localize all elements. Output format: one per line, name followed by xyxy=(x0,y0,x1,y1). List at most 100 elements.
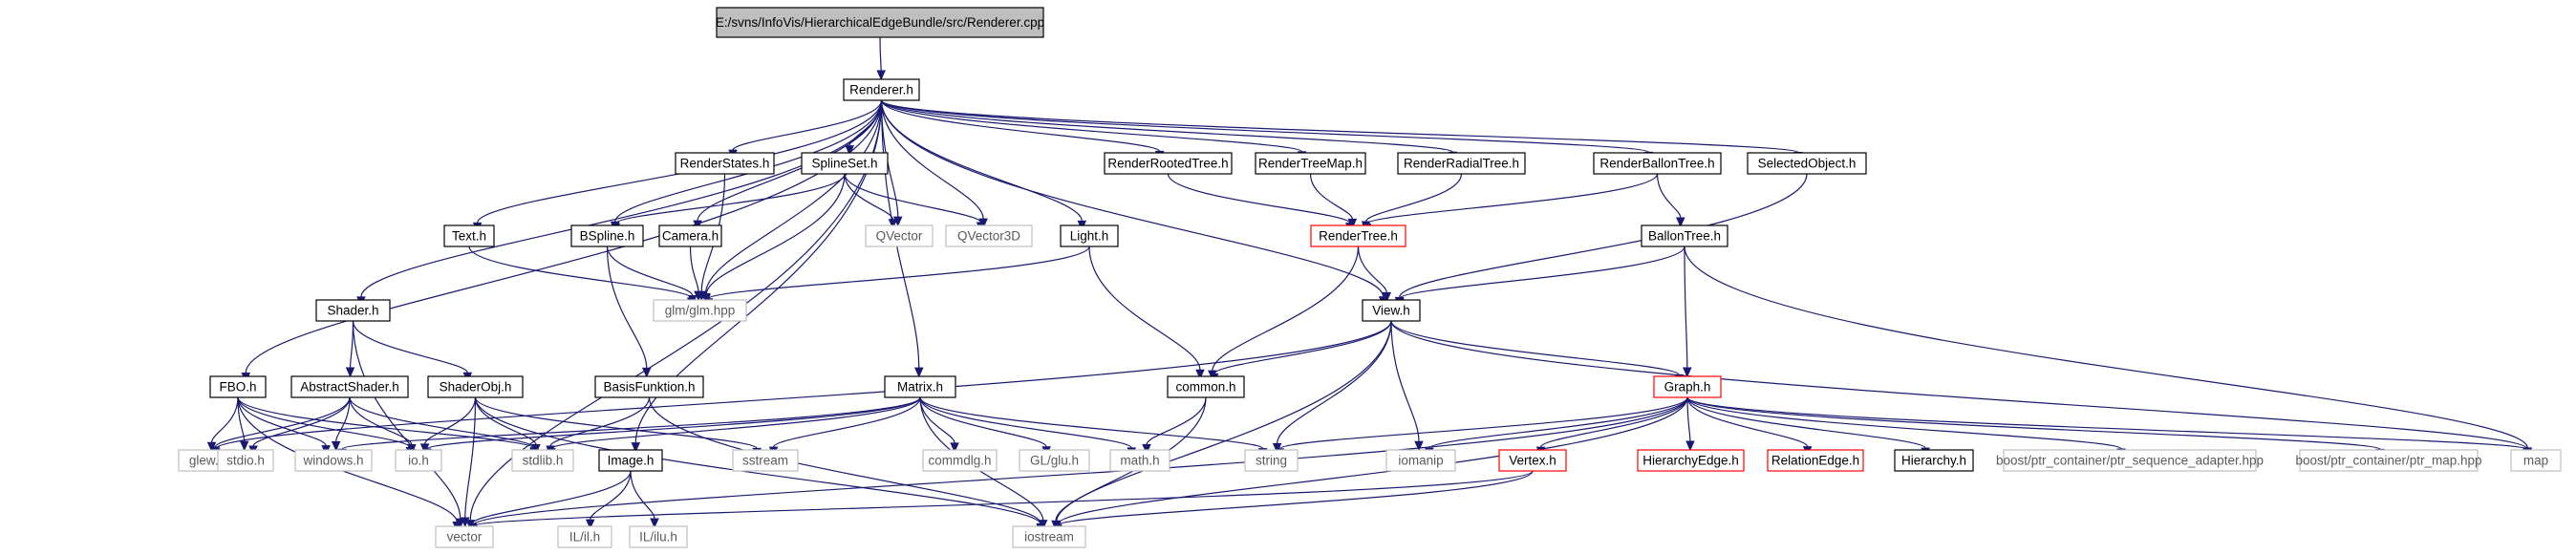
node-label: BSpline.h xyxy=(580,229,635,244)
node-box xyxy=(1641,224,1728,247)
node-commdlg_h: commdlg.h xyxy=(922,449,998,472)
node-box xyxy=(658,224,722,247)
node-text_h[interactable]: Text.h xyxy=(443,224,495,247)
edge-graph_h-to-ptr_map xyxy=(1686,396,2385,459)
edge-ballontree_h-to-view_h xyxy=(1395,245,1685,309)
node-box xyxy=(209,375,267,398)
node-box xyxy=(557,525,612,548)
node-ptr_seq: boost/ptr_container/ptr_sequence_adapter… xyxy=(1996,449,2264,472)
node-label: glew.h xyxy=(189,454,225,468)
node-label: RenderBallonTree.h xyxy=(1599,157,1714,171)
node-label: Graph.h xyxy=(1664,380,1711,395)
node-rendertreemap_h[interactable]: RenderTreeMap.h xyxy=(1255,152,1366,175)
edge-renderer_h-to-renderstates_h xyxy=(728,99,883,160)
node-box xyxy=(1167,375,1245,398)
node-label: Hierarchy.h xyxy=(1901,454,1966,468)
node-label: glm/glm.hpp xyxy=(665,304,736,318)
node-label: Shader.h xyxy=(327,304,378,318)
node-relationedge_h[interactable]: RelationEdge.h xyxy=(1767,449,1864,472)
node-hierarchy_h[interactable]: Hierarchy.h xyxy=(1894,449,1974,472)
node-label: AbstractShader.h xyxy=(300,380,399,395)
node-rendertree_h[interactable]: RenderTree.h xyxy=(1310,224,1406,247)
node-label: GL/glu.h xyxy=(1030,454,1079,468)
node-box xyxy=(294,449,373,472)
node-splineset_h[interactable]: SplineSet.h xyxy=(801,152,889,175)
edge-view_h-to-map xyxy=(1390,320,2532,459)
node-box xyxy=(1255,152,1366,175)
node-renderradialtree_h[interactable]: RenderRadialTree.h xyxy=(1397,152,1526,175)
node-box xyxy=(1637,449,1745,472)
node-label: windows.h xyxy=(302,454,363,468)
node-graph_h[interactable]: Graph.h xyxy=(1653,375,1722,398)
node-label: io.h xyxy=(408,454,429,468)
node-box xyxy=(629,525,688,548)
node-view_h[interactable]: View.h xyxy=(1362,299,1421,322)
node-renderstates_h[interactable]: RenderStates.h xyxy=(675,152,775,175)
node-label: stdlib.h xyxy=(523,454,564,468)
node-box xyxy=(1104,152,1233,175)
edge-selectedobject_h-to-view_h xyxy=(1394,173,1808,308)
node-common_h[interactable]: common.h xyxy=(1167,375,1245,398)
edge-view_h-to-iostream xyxy=(1051,320,1392,532)
edge-graph_h-to-hierarchyedge_h xyxy=(1685,396,1695,452)
node-vector: vector xyxy=(435,525,494,548)
node-string: string xyxy=(1244,449,1299,472)
edge-graph_h-to-map xyxy=(1686,396,2532,459)
node-selectedobject_h[interactable]: SelectedObject.h xyxy=(1747,152,1867,175)
node-camera_h[interactable]: Camera.h xyxy=(658,224,722,247)
edge-common_h-to-math_h xyxy=(1142,396,1207,455)
node-box xyxy=(511,449,574,472)
edge-shaderobj_h-to-vector xyxy=(460,396,477,528)
node-label: Text.h xyxy=(452,229,486,244)
node-box xyxy=(217,449,274,472)
node-box xyxy=(732,449,799,472)
node-vertex_h[interactable]: Vertex.h xyxy=(1498,449,1567,472)
node-shader_h[interactable]: Shader.h xyxy=(315,299,391,322)
edge-renderer_h-to-renderballontree_h xyxy=(880,99,1654,162)
node-box xyxy=(395,449,442,472)
node-label: BasisFunktion.h xyxy=(603,380,695,395)
node-renderrootedtree_h[interactable]: RenderRootedTree.h xyxy=(1104,152,1233,175)
node-label: map xyxy=(2523,454,2548,468)
node-label: RelationEdge.h xyxy=(1771,454,1859,468)
node-fbo_h[interactable]: FBO.h xyxy=(209,375,267,398)
edge-graph_h-to-iomanip xyxy=(1425,396,1688,459)
node-label: Image.h xyxy=(608,454,655,468)
node-matrix_h[interactable]: Matrix.h xyxy=(884,375,956,398)
node-renderballontree_h[interactable]: RenderBallonTree.h xyxy=(1593,152,1722,175)
node-ballontree_h[interactable]: BallonTree.h xyxy=(1641,224,1728,247)
node-bspline_h[interactable]: BSpline.h xyxy=(570,224,644,247)
edge-graph_h-to-vertex_h xyxy=(1535,396,1688,458)
nodes-layer: E:/svns/InfoVis/HierarchicalEdgeBundle/s… xyxy=(178,7,2562,548)
node-label: vector xyxy=(447,530,483,544)
node-box xyxy=(2003,449,2257,472)
edge-view_h-to-graph_h xyxy=(1390,320,1684,385)
node-label: SelectedObject.h xyxy=(1758,157,1857,171)
node-renderer_h[interactable]: Renderer.h xyxy=(843,78,920,101)
node-label: SplineSet.h xyxy=(811,157,877,171)
node-label: HierarchyEdge.h xyxy=(1642,454,1739,468)
node-label: iomanip xyxy=(1398,454,1443,468)
node-label: boost/ptr_container/ptr_map.hpp xyxy=(2295,454,2481,468)
node-label: RenderRootedTree.h xyxy=(1107,157,1228,171)
edge-view_h-to-iomanip xyxy=(1390,320,1424,452)
node-label: common.h xyxy=(1175,380,1235,395)
node-image_h[interactable]: Image.h xyxy=(598,449,663,472)
node-box xyxy=(2510,449,2562,472)
edge-text_h-to-glm_hpp xyxy=(468,245,697,309)
edge-light_h-to-common_h xyxy=(1088,245,1205,380)
edge-renderrootedtree_h-to-rendertree_h xyxy=(1167,173,1355,233)
node-box xyxy=(570,224,644,247)
edge-fbo_h-to-glew_h xyxy=(206,396,239,453)
node-root: E:/svns/InfoVis/HierarchicalEdgeBundle/s… xyxy=(716,7,1044,38)
node-shaderobj_h[interactable]: ShaderObj.h xyxy=(427,375,524,398)
edge-renderer_h-to-renderradialtree_h xyxy=(880,99,1458,162)
node-hierarchyedge_h[interactable]: HierarchyEdge.h xyxy=(1637,449,1745,472)
node-box xyxy=(443,224,495,247)
node-map: map xyxy=(2510,449,2562,472)
node-basisfunktion_h[interactable]: BasisFunktion.h xyxy=(594,375,704,398)
node-light_h[interactable]: Light.h xyxy=(1060,224,1119,247)
node-box xyxy=(1060,224,1119,247)
node-abstractshader_h[interactable]: AbstractShader.h xyxy=(290,375,409,398)
